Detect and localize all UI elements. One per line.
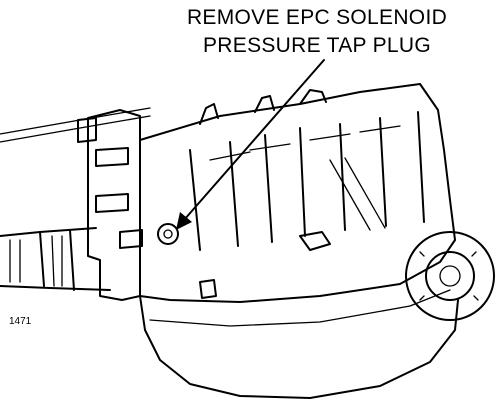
extension-splines xyxy=(9,235,63,287)
callout-line-1: REMOVE EPC SOLENOID xyxy=(186,6,448,29)
callout-line-2: PRESSURE TAP PLUG xyxy=(202,34,431,57)
callout-leader-line xyxy=(183,59,325,221)
housing-top-edge xyxy=(139,83,456,241)
bracket-bolt xyxy=(77,117,97,143)
valve-body-ribs xyxy=(189,111,425,251)
callout-label: REMOVE EPC SOLENOID PRESSURE TAP PLUG xyxy=(152,4,482,60)
cable-line-lower xyxy=(0,115,151,143)
output-flange-inner xyxy=(425,251,475,301)
output-flange-outer xyxy=(405,231,495,321)
figure-id: 1471 xyxy=(9,316,32,327)
callout-arrowhead-icon xyxy=(176,212,192,230)
transmission-case-side xyxy=(139,239,456,303)
valve-body-inner-lines xyxy=(209,125,401,231)
extension-housing xyxy=(0,227,111,291)
bracket-tabs xyxy=(95,147,143,249)
side-fitting xyxy=(299,231,331,251)
drain-boss xyxy=(199,279,217,299)
housing-ribs xyxy=(199,89,327,125)
oil-pan xyxy=(139,295,459,399)
flange-bolts xyxy=(419,251,479,301)
pan-flange-line xyxy=(149,289,451,327)
output-flange-hub xyxy=(439,265,461,287)
plug-center xyxy=(163,229,173,239)
epc-pressure-tap-plug xyxy=(157,223,179,245)
mounting-bracket xyxy=(87,109,141,301)
